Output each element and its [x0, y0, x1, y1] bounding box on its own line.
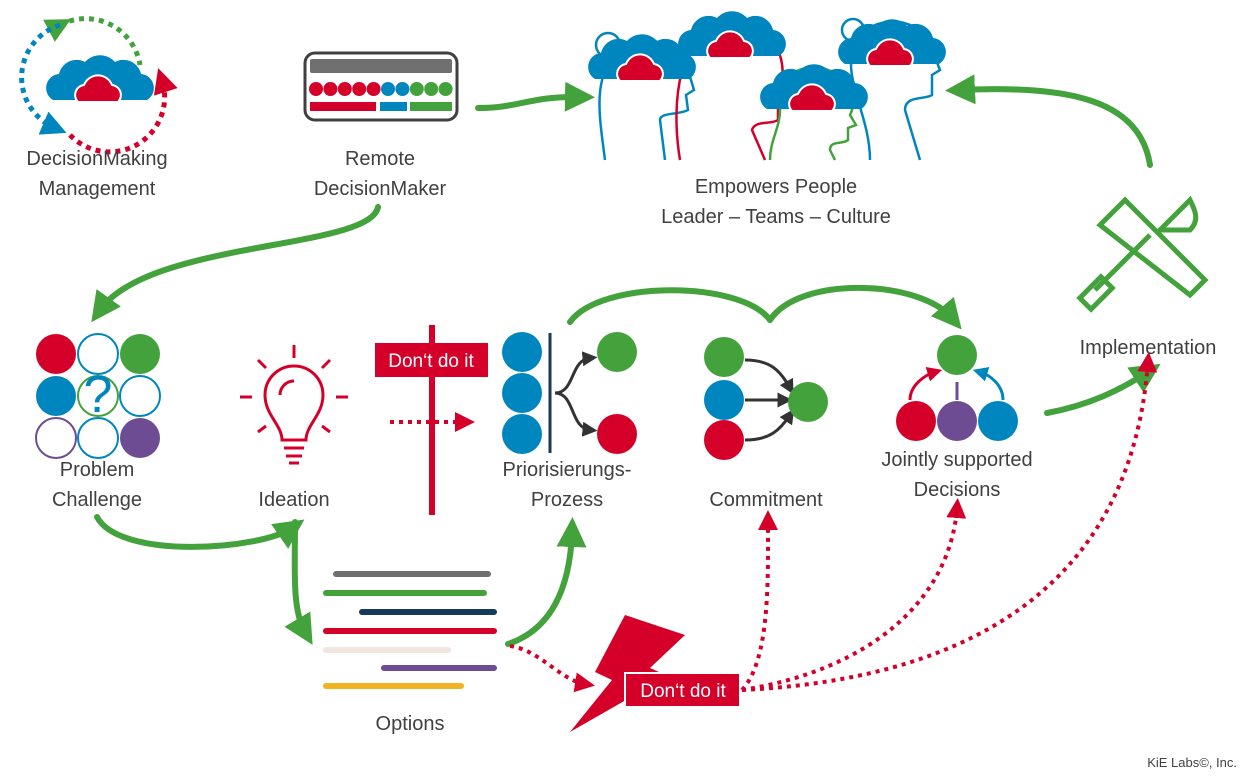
- remote-dot: [309, 82, 323, 96]
- people-label-1: Empowers People: [695, 176, 857, 198]
- commitment-label: Commitment: [709, 489, 823, 511]
- remote-label-1: Remote: [345, 148, 415, 170]
- lightbulb-icon: [240, 345, 348, 465]
- dotted-arrow-options-to-lightning: [509, 644, 595, 693]
- prior-label-2: Prozess: [531, 489, 603, 511]
- dotted-arrow-to-jointly: [741, 498, 967, 692]
- people-label-2: Leader – Teams – Culture: [661, 206, 891, 228]
- problem-grid-icon: [35, 333, 161, 459]
- arrow-prior-to-commitment: [567, 287, 773, 325]
- arrow-commitment-to-jointly: [767, 284, 962, 330]
- commitment-icon: [704, 337, 828, 460]
- problem-label-2: Challenge: [52, 489, 142, 511]
- remote-dot: [438, 82, 453, 96]
- ideation-label: Ideation: [258, 489, 329, 511]
- arrow-problem-to-ideation: [94, 514, 305, 550]
- dm-label-1: DecisionMaking: [26, 148, 167, 170]
- footer-copyright: KiE Labs©, Inc.: [1147, 755, 1237, 770]
- remote-label-2: DecisionMaker: [314, 178, 447, 200]
- dont-do-it-sign-text: Don‘t do it: [388, 351, 474, 372]
- arrow-jointly-to-implementation: [1044, 363, 1161, 416]
- dont-do-it-lightning-sign: [624, 672, 741, 708]
- dotted-arrow-to-commitment: [740, 510, 779, 692]
- options-label: Options: [376, 713, 445, 735]
- people-heads-icon: [587, 10, 947, 161]
- remote-dot: [337, 82, 352, 96]
- remote-dot: [366, 82, 381, 96]
- question-mark-icon: ?: [84, 366, 113, 424]
- jointly-supported-icon: [896, 335, 1018, 441]
- arrow-ideation-to-options: [284, 519, 313, 645]
- arrow-implementation-to-people: [945, 74, 1153, 168]
- options-lines-icon: [323, 571, 497, 689]
- remote-dot: [352, 82, 367, 96]
- remote-dot: [395, 82, 410, 96]
- prior-label-1: Priorisierungs-: [503, 459, 632, 481]
- prioritization-icon: [502, 332, 637, 454]
- remote-dot: [424, 82, 439, 96]
- arrow-remote-to-people: [475, 81, 595, 112]
- remote-dot: [381, 82, 395, 96]
- dotted-arrow-to-implementation: [741, 352, 1158, 692]
- implementation-label: Implementation: [1080, 337, 1217, 359]
- decision-making-management-icon: [19, 16, 178, 155]
- dont-do-it-sign: [375, 343, 488, 377]
- arrow-options-to-prior: [505, 517, 587, 647]
- remote-dot: [323, 82, 338, 96]
- dont-do-it-lightning-text: Don‘t do it: [640, 681, 726, 702]
- remote-device-icon: [303, 51, 459, 122]
- jointly-label-2: Decisions: [914, 479, 1001, 501]
- tools-icon: [1076, 195, 1209, 313]
- dm-label-2: Management: [39, 178, 156, 200]
- arrow-remote-to-problem: [91, 204, 381, 323]
- problem-label-1: Problem: [60, 459, 134, 481]
- remote-dot: [409, 82, 424, 96]
- jointly-label-1: Jointly supported: [881, 449, 1032, 471]
